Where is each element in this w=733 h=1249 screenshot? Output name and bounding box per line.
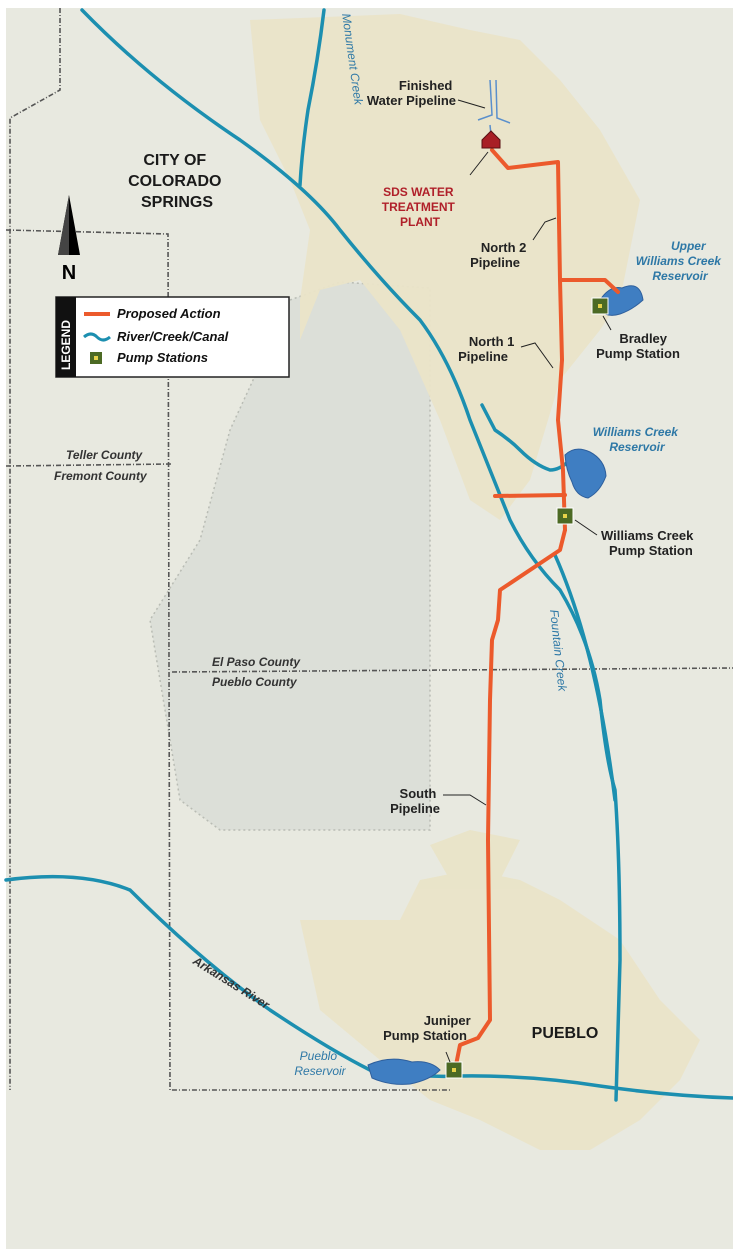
arkansas-river [4, 874, 733, 1100]
pueblo-reservoir [367, 1058, 441, 1085]
rivers [4, 8, 733, 1102]
urban-areas [250, 14, 700, 1150]
map-labels: CITY OF COLORADO SPRINGS PUEBLO Finished… [54, 12, 725, 1078]
legend-item-proposed-action: Proposed Action [117, 306, 221, 321]
williams-creek-pump-station [556, 507, 574, 525]
monument-branch [298, 8, 326, 187]
label-fremont-county: Fremont County [54, 469, 148, 483]
williams-creek-reservoir [564, 448, 607, 499]
label-pueblo-county: Pueblo County [212, 675, 298, 689]
label-sds-plant: SDS WATER TREATMENT PLANT [382, 185, 458, 229]
monument-creek [80, 8, 622, 1102]
legend-river-symbol [83, 332, 111, 342]
label-el-paso-county: El Paso County [212, 655, 301, 669]
label-bradley-pump-station: Bradley Pump Station [596, 331, 680, 361]
south-pipeline [453, 528, 567, 1072]
label-williams-creek-reservoir: Williams Creek Reservoir [593, 425, 682, 454]
label-city-pueblo: PUEBLO [532, 1025, 599, 1042]
legend-item-pump-stations: Pump Stations [117, 350, 208, 365]
north2-pipeline [490, 148, 564, 362]
fountain-mid [553, 553, 617, 802]
label-south-pipeline: South Pipeline [390, 786, 440, 816]
label-pueblo-reservoir: Pueblo Reservoir [294, 1049, 346, 1078]
military-area [149, 281, 431, 831]
label-city-colorado-springs: CITY OF COLORADO SPRINGS [128, 152, 226, 211]
north-letter: N [62, 262, 76, 284]
map-legend: LEGEND Proposed Action River/Creek/Canal… [55, 296, 290, 378]
upper-williams-spur [558, 278, 620, 294]
label-teller-county: Teller County [66, 448, 144, 462]
north-arrow: N [58, 195, 80, 284]
label-north1-pipeline: North 1 Pipeline [458, 334, 518, 364]
label-finished-water-pipeline: Finished Water Pipeline [367, 78, 456, 108]
legend-title: LEGEND [59, 320, 73, 370]
label-north2-pipeline: North 2 Pipeline [470, 240, 530, 270]
bradley-pump-station [591, 297, 609, 315]
water-treatment-plant-icon [481, 130, 501, 149]
williams-spur [493, 493, 567, 498]
reservoirs [367, 285, 644, 1085]
legend-item-river: River/Creek/Canal [117, 329, 229, 344]
pump-stations [445, 297, 609, 1079]
proposed-pipelines [453, 148, 620, 1072]
label-juniper-pump-station: Juniper Pump Station [383, 1013, 474, 1043]
label-upper-williams-reservoir: Upper Williams Creek Reservoir [636, 239, 725, 283]
label-williams-creek-pump-station: Williams Creek Pump Station [601, 528, 697, 558]
williams-creek [480, 403, 572, 472]
leader-lines [443, 99, 612, 1063]
juniper-pump-station [445, 1061, 463, 1079]
county-boundaries [5, 8, 733, 1091]
north1-pipeline [556, 358, 567, 532]
